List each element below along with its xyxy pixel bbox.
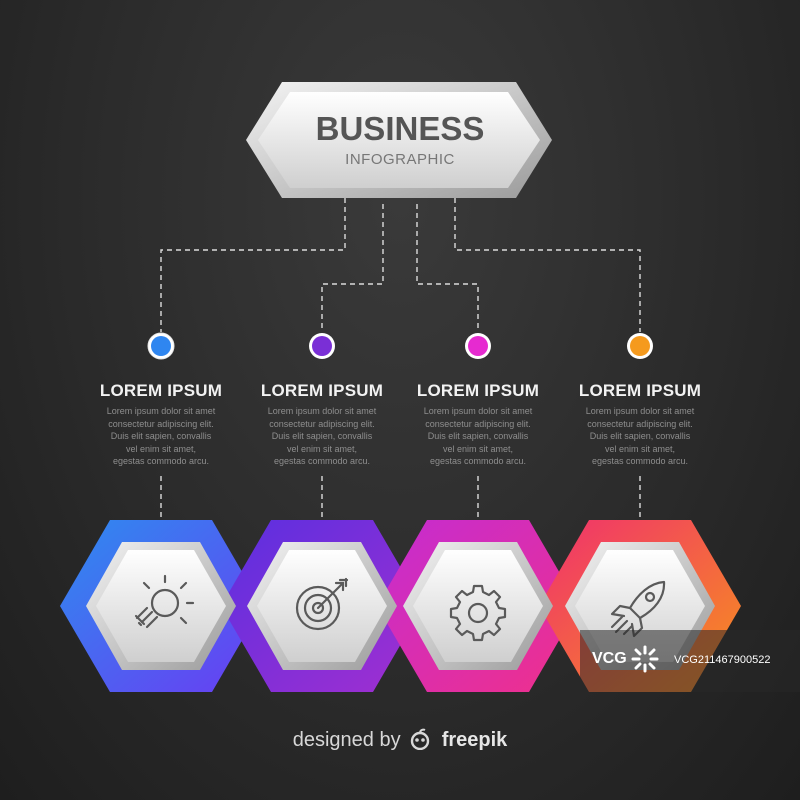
watermark-id: VCG211467900522 (674, 654, 771, 666)
column-1-line-5: egestas commodo arcu. (112, 456, 210, 466)
column-2-line-2: consectetur adipiscing elit. (269, 418, 375, 429)
connector-4 (454, 198, 641, 332)
column-3-line-4: vel enim sit amet, (442, 443, 514, 454)
watermark-burst-icon (631, 645, 659, 673)
column-3-body: Lorem ipsum dolor sit amet consectetur a… (398, 405, 558, 468)
dot-1-fill (151, 336, 171, 356)
column-2-body: Lorem ipsum dolor sit amet consectetur a… (242, 405, 402, 468)
inner-hexagon-1 (86, 542, 236, 670)
dots (147, 332, 653, 360)
watermark-overlay: VCG VCG211467900522 (580, 630, 800, 692)
footer-brand: freepik (441, 729, 508, 751)
column-3-line-5: egestas commodo arcu. (429, 456, 527, 466)
column-3-line-2: consectetur adipiscing elit. (425, 418, 531, 429)
column-3-line-3: Duis elit sapien, convallis (427, 431, 529, 441)
dot-2-fill (312, 336, 332, 356)
column-3-line-1: Lorem ipsum dolor sit amet (423, 406, 533, 416)
column-4-title: LOREM IPSUM (578, 381, 702, 400)
column-4-line-1: Lorem ipsum dolor sit amet (585, 406, 695, 416)
column-2-line-5: egestas commodo arcu. (273, 456, 371, 466)
header-subtitle: INFOGRAPHIC (345, 151, 455, 168)
dashed-connectors (160, 198, 641, 520)
column-1-body: Lorem ipsum dolor sit amet consectetur a… (81, 405, 241, 468)
column-4-line-4: vel enim sit amet, (604, 443, 676, 454)
connector-2 (321, 204, 384, 332)
column-4-line-2: consectetur adipiscing elit. (587, 418, 693, 429)
column-1-line-2: consectetur adipiscing elit. (108, 418, 214, 429)
header-title: BUSINESS (316, 110, 485, 147)
column-2-line-1: Lorem ipsum dolor sit amet (267, 406, 377, 416)
column-2-line-3: Duis elit sapien, convallis (271, 431, 373, 441)
column-3-title: LOREM IPSUM (416, 381, 540, 400)
inner-hexagon-3 (403, 542, 553, 670)
dot-3-fill (468, 336, 488, 356)
column-1-line-1: Lorem ipsum dolor sit amet (106, 406, 216, 416)
column-4-line-3: Duis elit sapien, convallis (589, 431, 691, 441)
column-1-title: LOREM IPSUM (99, 381, 223, 400)
freepik-logo-icon (410, 728, 430, 750)
gear-icon (449, 584, 507, 642)
lightbulb-icon (134, 574, 195, 629)
header-hexagon: BUSINESS INFOGRAPHIC (246, 82, 552, 198)
column-4-line-5: egestas commodo arcu. (591, 456, 689, 466)
column-2-title: LOREM IPSUM (260, 381, 384, 400)
column-1-line-4: vel enim sit amet, (125, 443, 197, 454)
footer-prefix: designed by (292, 729, 401, 751)
column-4-body: Lorem ipsum dolor sit amet consectetur a… (560, 405, 720, 468)
footer-credit: designed by freepik (0, 728, 800, 752)
column-1-line-3: Duis elit sapien, convallis (110, 431, 212, 441)
target-icon (295, 577, 349, 631)
connector-3 (416, 204, 479, 332)
dot-4-fill (630, 336, 650, 356)
connector-1 (160, 198, 346, 332)
watermark-logo: VCG (592, 650, 627, 667)
column-2-line-4: vel enim sit amet, (286, 443, 358, 454)
